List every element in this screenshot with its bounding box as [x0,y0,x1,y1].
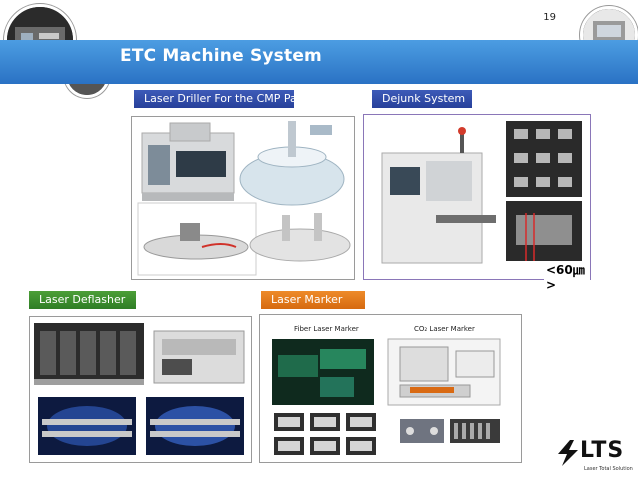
laser-driller-label: Laser Driller For the CMP Pad [134,90,304,108]
lts-logo: LTS Laser Total Solution [556,438,634,476]
dejunk-label: Dejunk System [372,90,472,108]
slide-title: ETC Machine System [120,46,322,66]
fiber-laser-caption: Fiber Laser Marker [294,325,359,333]
laser-marker-illustration [272,338,501,455]
laser-deflasher-illustration [34,323,245,455]
logo-text: LTS [580,438,625,463]
laser-marker-label: Laser Marker [261,291,365,309]
dejunk-panel: <60㎛> [363,114,591,292]
lightning-icon [558,440,578,466]
co2-laser-caption: CO₂ Laser Marker [414,325,475,333]
laser-marker-panel: Fiber Laser Marker CO₂ Laser Marker [259,314,522,463]
logo-subtext: Laser Total Solution [584,466,633,472]
page-number: 19 [543,12,556,23]
dejunk-illustration [381,121,582,264]
laser-deflasher-panel [29,316,252,463]
laser-driller-illustration [137,121,351,276]
title-banner [0,40,638,84]
laser-driller-panel [131,116,355,280]
dejunk-measure: <60㎛> [544,261,590,292]
laser-deflasher-label: Laser Deflasher [29,291,136,309]
